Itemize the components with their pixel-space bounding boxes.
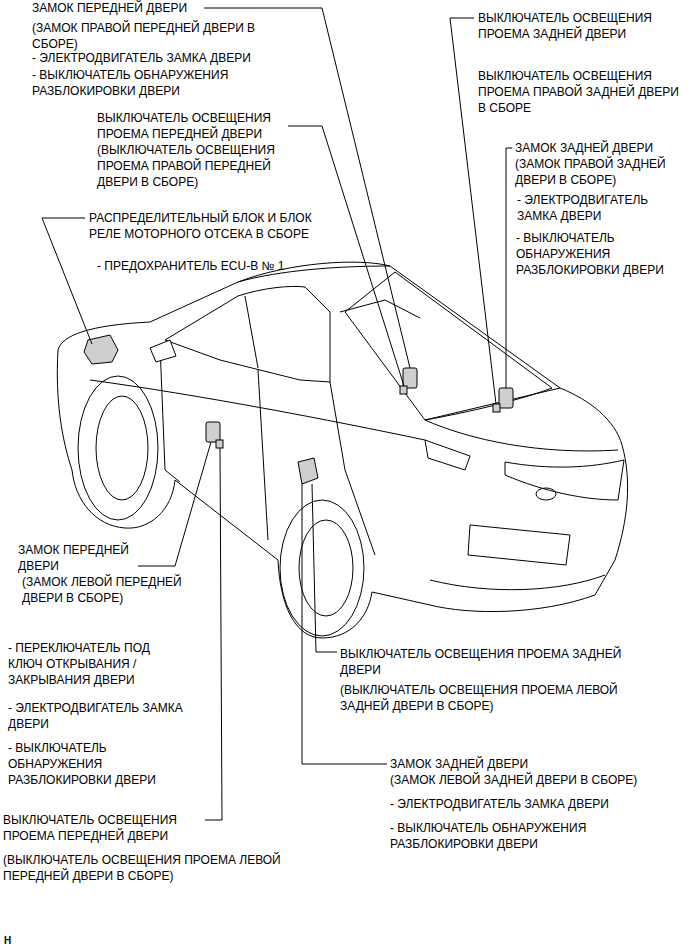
front-wheel-rim bbox=[96, 396, 148, 500]
door-line bbox=[258, 370, 268, 540]
leader-line bbox=[506, 148, 512, 388]
door-switch bbox=[400, 386, 407, 394]
door-line bbox=[330, 382, 375, 555]
part-label: - ЭЛЕКТРОДВИГАТЕЛЬ ЗАМКА ДВЕРИ bbox=[390, 796, 685, 812]
rear-window bbox=[345, 272, 552, 420]
part-label: - ВЫКЛЮЧАТЕЛЬ ОБНАРУЖЕНИЯ РАЗБЛОКИРОВКИ … bbox=[8, 740, 178, 788]
part-label: ЗАМОК ЗАДНЕЙ ДВЕРИ bbox=[390, 756, 680, 772]
figure-code: H bbox=[4, 933, 44, 949]
part-label: ВЫКЛЮЧАТЕЛЬ ОСВЕЩЕНИЯ ПРОЕМА ПРАВОЙ ЗАДН… bbox=[478, 68, 683, 116]
part-label: - ВЫКЛЮЧАТЕЛЬ ОБНАРУЖЕНИЯ РАЗБЛОКИРОВКИ … bbox=[516, 230, 686, 278]
door-line bbox=[160, 345, 180, 482]
trunk-edge bbox=[425, 420, 618, 451]
part-label: (ЗАМОК ПРАВОЙ ЗАДНЕЙ ДВЕРИ В СБОРЕ) bbox=[515, 156, 685, 188]
tail-light bbox=[425, 440, 470, 470]
trunk-line bbox=[425, 388, 560, 420]
part-label: - ВЫКЛЮЧАТЕЛЬ ОБНАРУЖЕНИЯ РАЗБЛОКИРОВКИ … bbox=[32, 67, 272, 99]
rear-wheel bbox=[280, 500, 364, 636]
part-label: (ВЫКЛЮЧАТЕЛЬ ОСВЕЩЕНИЯ ПРОЕМА ПРАВОЙ ПЕР… bbox=[97, 142, 297, 190]
leader-line bbox=[288, 126, 404, 386]
emblem bbox=[536, 488, 556, 500]
part-label: (ВЫКЛЮЧАТЕЛЬ ОСВЕЩЕНИЯ ПРОЕМА ЛЕВОЙ ПЕРЕ… bbox=[3, 852, 283, 884]
part-label: (ВЫКЛЮЧАТЕЛЬ ОСВЕЩЕНИЯ ПРОЕМА ЛЕВОЙ ЗАДН… bbox=[340, 682, 670, 714]
part-label: РАСПРЕДЕЛИТЕЛЬНЫЙ БЛОК И БЛОК РЕЛЕ МОТОР… bbox=[89, 210, 324, 242]
leader-line bbox=[312, 484, 337, 652]
rear-wheel-rim bbox=[299, 520, 353, 616]
part-label: - ПЕРЕКЛЮЧАТЕЛЬ ПОД КЛЮЧ ОТКРЫВАНИЯ / ЗА… bbox=[8, 640, 183, 688]
side-window bbox=[165, 286, 330, 382]
part-label: - ЭЛЕКТРОДВИГАТЕЛЬ ЗАМКА ДВЕРИ bbox=[517, 192, 682, 224]
part-label: (ЗАМОК ПРАВОЙ ПЕРЕДНЕЙ ДВЕРИ В СБОРЕ) bbox=[32, 20, 282, 52]
part-label: - ПРЕДОХРАНИТЕЛЬ ECU-B № 1 bbox=[97, 258, 337, 274]
bumper-line bbox=[430, 575, 605, 590]
door-lock bbox=[298, 458, 318, 484]
b-pillar bbox=[245, 296, 258, 368]
part-label: (ЗАМОК ЛЕВОЙ ЗАДНЕЙ ДВЕРИ В СБОРЕ) bbox=[390, 772, 685, 788]
door-lock bbox=[206, 422, 220, 442]
leader-line bbox=[205, 448, 222, 820]
part-label: - ЭЛЕКТРОДВИГАТЕЛЬ ЗАМКА ДВЕРИ bbox=[32, 50, 292, 66]
part-label: (ЗАМОК ЛЕВОЙ ПЕРЕДНЕЙ ДВЕРИ В СБОРЕ) bbox=[22, 574, 212, 606]
leader-line bbox=[42, 218, 92, 344]
relay-block bbox=[84, 335, 118, 364]
part-label: ЗАМОК ПЕРЕДНЕЙ ДВЕРИ bbox=[32, 0, 282, 16]
part-label: - ВЫКЛЮЧАТЕЛЬ ОБНАРУЖЕНИЯ РАЗБЛОКИРОВКИ … bbox=[390, 820, 630, 852]
part-label: - ЭЛЕКТРОДВИГАТЕЛЬ ЗАМКА ДВЕРИ bbox=[8, 700, 213, 732]
tail-light bbox=[505, 460, 624, 500]
part-label: ВЫКЛЮЧАТЕЛЬ ОСВЕЩЕНИЯ ПРОЕМА ПЕРЕДНЕЙ ДВ… bbox=[3, 812, 203, 844]
door-lock bbox=[403, 368, 417, 388]
door-switch bbox=[216, 440, 223, 448]
part-label: ЗАМОК ЗАДНЕЙ ДВЕРИ bbox=[515, 140, 685, 156]
door-lock bbox=[499, 388, 513, 408]
license-plate bbox=[468, 525, 570, 565]
part-label: ВЫКЛЮЧАТЕЛЬ ОСВЕЩЕНИЯ ПРОЕМА ЗАДНЕЙ ДВЕР… bbox=[478, 10, 683, 42]
part-label: ВЫКЛЮЧАТЕЛЬ ОСВЕЩЕНИЯ ПРОЕМА ПЕРЕДНЕЙ ДВ… bbox=[97, 110, 297, 142]
front-wheel bbox=[78, 376, 158, 520]
leader-line bbox=[302, 484, 387, 764]
part-label: ВЫКЛЮЧАТЕЛЬ ОСВЕЩЕНИЯ ПРОЕМА ЗАДНЕЙ ДВЕР… bbox=[340, 646, 640, 678]
door-switch bbox=[493, 404, 500, 412]
leader-line bbox=[138, 442, 211, 566]
mirror bbox=[150, 340, 176, 362]
part-label: ЗАМОК ПЕРЕДНЕЙ ДВЕРИ bbox=[18, 542, 143, 574]
character-line bbox=[90, 380, 425, 440]
